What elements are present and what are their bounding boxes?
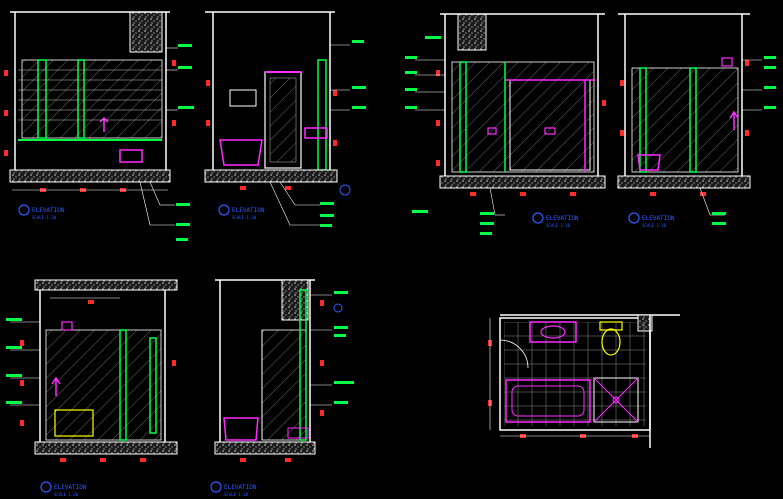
- elevation-view-3: ELEVATION SCALE 1:30: [405, 13, 606, 235]
- floor-drain: [287, 427, 309, 439]
- dimension-marks: [436, 70, 606, 196]
- cabinet-panel: [119, 329, 127, 441]
- view-title: ELEVATION: [224, 484, 257, 491]
- callout-labels: [405, 36, 494, 235]
- dimension-marks: [620, 60, 749, 196]
- basin-fixture: [119, 149, 143, 163]
- view-title-block: ELEVATION SCALE 1:30: [628, 212, 675, 228]
- elevation-view-1: ELEVATION SCALE 1:30: [4, 11, 194, 241]
- view-title-block: ELEVATION SCALE 1:30: [18, 204, 65, 220]
- callout-leaders: [310, 294, 332, 406]
- view-title-block: ELEVATION SCALE 1:30: [532, 212, 579, 228]
- shower-drain-plan: [593, 377, 639, 423]
- door-swing: [499, 339, 529, 369]
- callout-leaders: [415, 59, 505, 216]
- view-title: ELEVATION: [232, 207, 265, 214]
- vanity-plan: [529, 321, 577, 343]
- wall-section-hatch: [129, 11, 163, 53]
- view-title: ELEVATION: [642, 215, 675, 222]
- floor-tile-grid: [504, 322, 646, 426]
- dimension-marks: [20, 300, 176, 462]
- view-title-block: ELEVATION SCALE 1:30: [40, 481, 87, 497]
- bathtub-plan: [505, 379, 591, 423]
- view-title-block: ELEVATION SCALE 1:30: [210, 481, 257, 497]
- view-scale: SCALE 1:30: [32, 215, 57, 220]
- tile-wall: [45, 329, 162, 441]
- shower-control: [544, 127, 556, 135]
- view-scale: SCALE 1:30: [232, 215, 257, 220]
- cabinet-panel: [77, 59, 85, 139]
- view-scale: SCALE 1:30: [546, 223, 571, 228]
- basin-plan: [540, 325, 566, 339]
- callout-labels: [320, 40, 366, 227]
- view-scale: SCALE 1:30: [642, 223, 667, 228]
- towel-bar: [61, 321, 73, 331]
- shower-plan: [593, 377, 639, 423]
- bathroom-floor-plan: [488, 314, 680, 448]
- bathtub-inner: [511, 385, 585, 417]
- faucet-fixture: [51, 376, 61, 396]
- elevation-view-2: ELEVATION SCALE 1:30: [204, 11, 366, 227]
- callout-labels: [334, 291, 354, 404]
- callout-leaders: [10, 297, 120, 406]
- view-scale: SCALE 1:30: [224, 492, 249, 497]
- cabinet-panel: [37, 59, 47, 139]
- faucet-fixture: [99, 116, 109, 132]
- faucet-fixture: [729, 110, 739, 130]
- view-title-block: ELEVATION SCALE 1:30: [218, 204, 265, 220]
- mirror-panel: [229, 89, 257, 107]
- floor-slab: [34, 441, 178, 455]
- elevation-view-4: ELEVATION SCALE 1:30: [617, 13, 776, 228]
- mirror-panel: [21, 59, 163, 139]
- shower-drain: [612, 396, 620, 404]
- tile-wall: [631, 67, 739, 173]
- vanity-counter: [54, 409, 94, 437]
- view-title: ELEVATION: [32, 207, 65, 214]
- bathtub-fixture: [219, 139, 263, 166]
- floor-slab: [9, 169, 171, 183]
- tile-wall: [451, 61, 595, 173]
- floor-slab: [204, 169, 338, 183]
- view-scale: SCALE 1:30: [54, 492, 79, 497]
- glass-partition: [269, 77, 297, 163]
- dimension-marks: [206, 80, 337, 190]
- section-marker: [333, 303, 343, 313]
- callout-leaders: [139, 47, 178, 226]
- floor-slab: [439, 175, 606, 189]
- cabinet-panel: [639, 67, 647, 173]
- view-title: ELEVATION: [54, 484, 87, 491]
- section-marker: [339, 184, 351, 196]
- cabinet-panel: [317, 59, 327, 171]
- toilet-fixture: [637, 154, 661, 171]
- callout-leaders: [269, 44, 350, 226]
- cabinet-panel: [689, 67, 697, 173]
- callout-labels: [176, 44, 194, 241]
- cabinet-panel: [149, 337, 157, 434]
- toilet-tank-plan: [599, 321, 623, 331]
- wall-section-hatch: [457, 13, 487, 51]
- bathtub-fixture: [223, 417, 259, 441]
- callout-labels: [712, 56, 776, 225]
- tile-wall: [261, 329, 307, 441]
- wall-section-hatch: [281, 279, 309, 321]
- toilet-bowl-plan: [601, 328, 621, 356]
- elevation-view-6: ELEVATION SCALE 1:30: [210, 279, 354, 497]
- floor-slab: [617, 175, 751, 189]
- view-title: ELEVATION: [546, 215, 579, 222]
- basin-fixture: [304, 127, 328, 139]
- towel-bar: [487, 127, 497, 135]
- floor-slab: [214, 441, 316, 455]
- callout-labels: [6, 318, 22, 404]
- horizontal-guides: [18, 69, 162, 121]
- ceiling-slab: [34, 279, 178, 291]
- cabinet-panel: [299, 289, 307, 441]
- elevation-view-5: ELEVATION SCALE 1:30: [6, 279, 178, 497]
- cabinet-panel: [459, 61, 467, 173]
- towel-bar: [721, 57, 733, 67]
- dimension-marks: [240, 300, 324, 462]
